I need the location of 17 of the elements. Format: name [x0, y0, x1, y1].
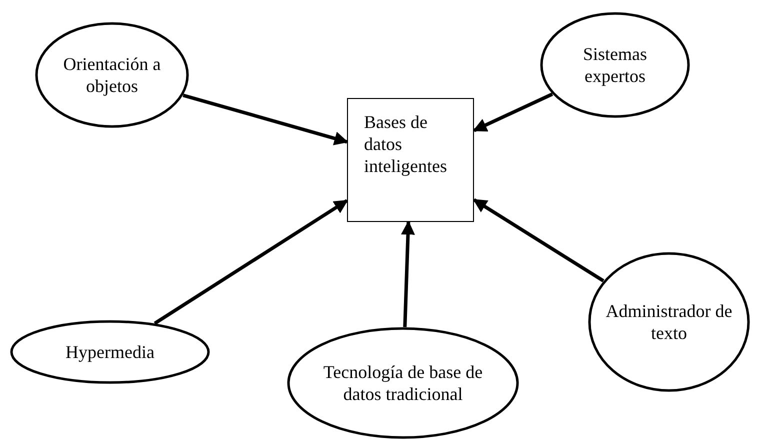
ellipse-node [540, 12, 690, 118]
node-label: Orientación a objetos [62, 53, 162, 97]
ellipse-node [10, 320, 210, 384]
arrow [472, 198, 604, 282]
node-label: Administrador de texto [604, 300, 734, 344]
ellipse-node [287, 327, 519, 439]
node-label: Bases de datos inteligentes [364, 111, 448, 177]
node-label: Sistemas expertos [582, 43, 648, 87]
arrow [154, 199, 348, 325]
ellipse-node [35, 22, 189, 128]
node-label: Hypermedia [64, 341, 156, 363]
arrow [401, 220, 415, 328]
node-label: Tecnología de base de datos tradicional [323, 361, 483, 405]
arrow [472, 92, 554, 132]
process-box [347, 98, 474, 222]
arrow [182, 94, 348, 146]
ellipse-node [588, 252, 750, 392]
